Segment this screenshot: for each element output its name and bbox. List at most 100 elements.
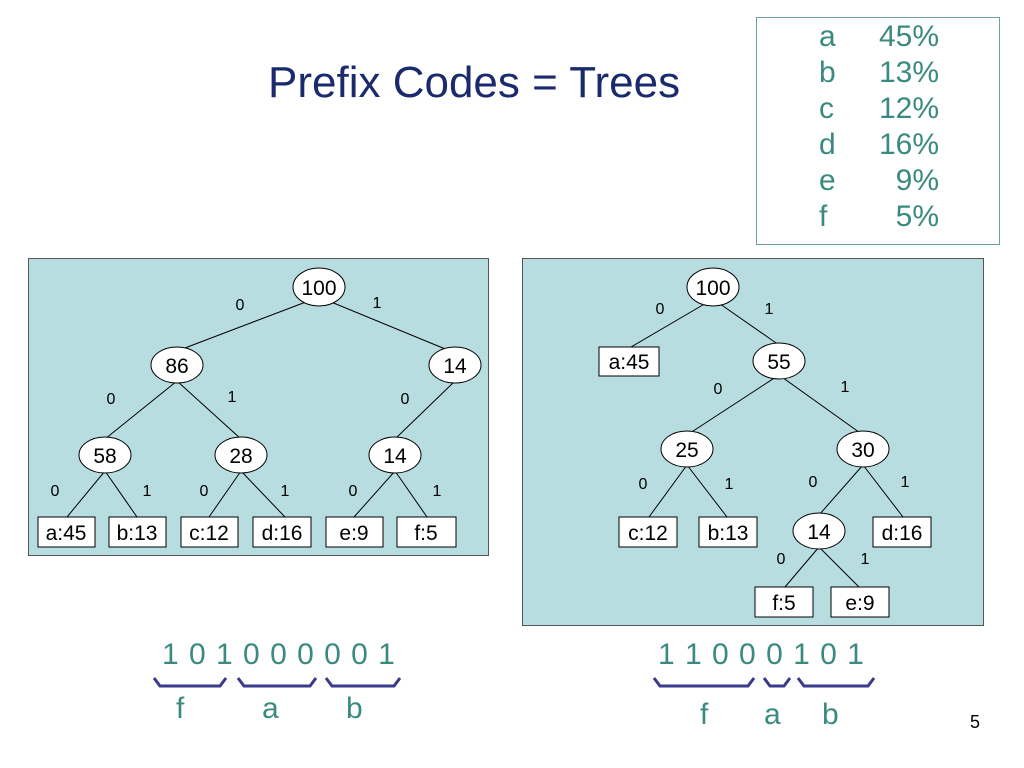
encoding1-braces [152,677,402,688]
tree2-edge [648,464,688,518]
tree2-leaf-label: e:9 [845,592,874,615]
freq-letter: f [819,200,828,233]
tree1-node-root [292,267,346,307]
tree1-edge [394,470,428,518]
encoding1-letter-f: f [176,692,185,725]
freq-row-e: e 9% [819,164,939,200]
tree2-node-root [686,267,740,307]
tree2-leaf-e [830,586,890,618]
brace-f [152,677,228,688]
tree1-edge [176,296,320,352]
encoding1-letter-b: b [346,692,363,725]
tree1-edge-label: 1 [433,483,442,500]
tree1-edge [240,470,286,518]
tree1-node-14-inner [368,436,422,474]
tree1-leaf-label: d:16 [262,522,303,545]
tree1-edge [104,380,178,440]
freq-percent: 13% [878,56,939,89]
freq-percent: 5% [895,200,939,233]
freq-row-c: c 12% [819,92,939,128]
freq-row-f: f 5% [819,200,939,236]
tree1-node-28 [214,436,268,474]
tree2-edge [630,298,714,348]
tree1-leaf-e [325,516,384,548]
tree1-edge-label: 0 [107,391,116,408]
brace-b [796,677,876,688]
tree2-edge-label: 0 [809,474,818,491]
freq-letter: b [819,56,836,89]
tree1-edge-label: 1 [143,483,152,500]
tree1-edge [353,470,396,518]
tree2-leaf-b [698,516,758,548]
tree2-node-14 [792,512,846,550]
tree2-leaf-label: f:5 [772,592,795,615]
freq-percent: 16% [878,128,939,161]
freq-letter: d [819,128,836,161]
brace-a [762,677,792,688]
tree2-node-label: 30 [851,439,874,462]
tree1-edge [104,470,138,518]
freq-letter: a [819,20,836,53]
tree1-diagram: 0 1 0 1 0 0 1 0 1 0 1 100 [37,267,482,548]
tree2-edge-label: 0 [656,301,665,318]
tree2-leaf-label: c:12 [628,522,668,545]
tree1-node-label: 14 [383,445,407,468]
slide-title: Prefix Codes = Trees [268,58,681,107]
freq-row-d: d 16% [819,128,939,164]
tree2-edge-label: 0 [714,381,723,398]
brace-b [324,677,402,688]
tree2-node-label: 25 [675,439,698,462]
tree1-edge-label: 0 [349,483,358,500]
tree1-node-label: 100 [301,277,336,300]
tree1-edge-label: 0 [200,483,209,500]
encoding2-letter-f: f [700,698,709,731]
freq-letter: e [819,164,836,197]
encoding1-bits: 1 0 1 0 0 0 0 0 1 [162,638,396,671]
freq-percent: 45% [878,20,939,53]
tree2-edge-label: 1 [901,474,910,491]
page-number: 5 [970,712,981,732]
tree2-node-label: 55 [767,351,790,374]
tree1-leaf-d [252,516,312,548]
freq-percent: 12% [878,92,939,125]
tree2-leaf-label: b:13 [708,522,749,545]
tree2-edge-label: 1 [765,301,774,318]
tree1-edge [318,296,456,354]
tree1-leaf-label: c:12 [189,522,229,545]
encoding1-letter-a: a [262,692,279,725]
tree1-edge [176,380,242,440]
tree1-edge-label: 0 [401,391,410,408]
tree1-edge-label: 0 [51,483,60,500]
tree2-leaf-c [618,516,678,548]
tree2-node-label: 14 [807,521,831,544]
tree2-edge-label: 1 [861,551,870,568]
encoding2-bits: 1 1 0 0 0 1 0 1 [658,638,865,671]
tree2-node-label: 100 [695,277,730,300]
freq-row-a: a 45% [819,20,939,56]
encoding2-letter-b: b [822,698,839,731]
tree1-leaf-c [180,516,239,548]
tree1-panel: 0 1 0 1 0 0 1 0 1 0 1 100 [28,258,489,556]
freq-percent: 9% [895,164,939,197]
tree1-edge [208,470,242,518]
tree1-node-label: 28 [229,445,252,468]
encoding2-braces [652,677,876,688]
tree2-edge-label: 1 [841,379,850,396]
brace-f [652,677,756,688]
tree1-leaf-f [396,516,457,548]
tree2-leaf-label: a:45 [609,351,650,374]
tree1-edge-label: 1 [228,389,237,406]
tree2-edge [862,464,904,518]
tree1-leaf-b [108,516,167,548]
tree2-edge [818,464,864,516]
tree1-node-label: 86 [165,355,188,378]
brace-a [236,677,318,688]
tree1-edge-label: 0 [236,297,245,314]
tree1-leaf-label: e:9 [339,522,368,545]
tree1-edge-label: 1 [373,295,382,312]
tree1-edge-label: 1 [281,483,290,500]
tree2-node-25 [660,430,714,468]
tree2-node-30 [836,430,890,468]
tree2-edge-label: 1 [725,476,734,493]
freq-row-b: b 13% [819,56,939,92]
